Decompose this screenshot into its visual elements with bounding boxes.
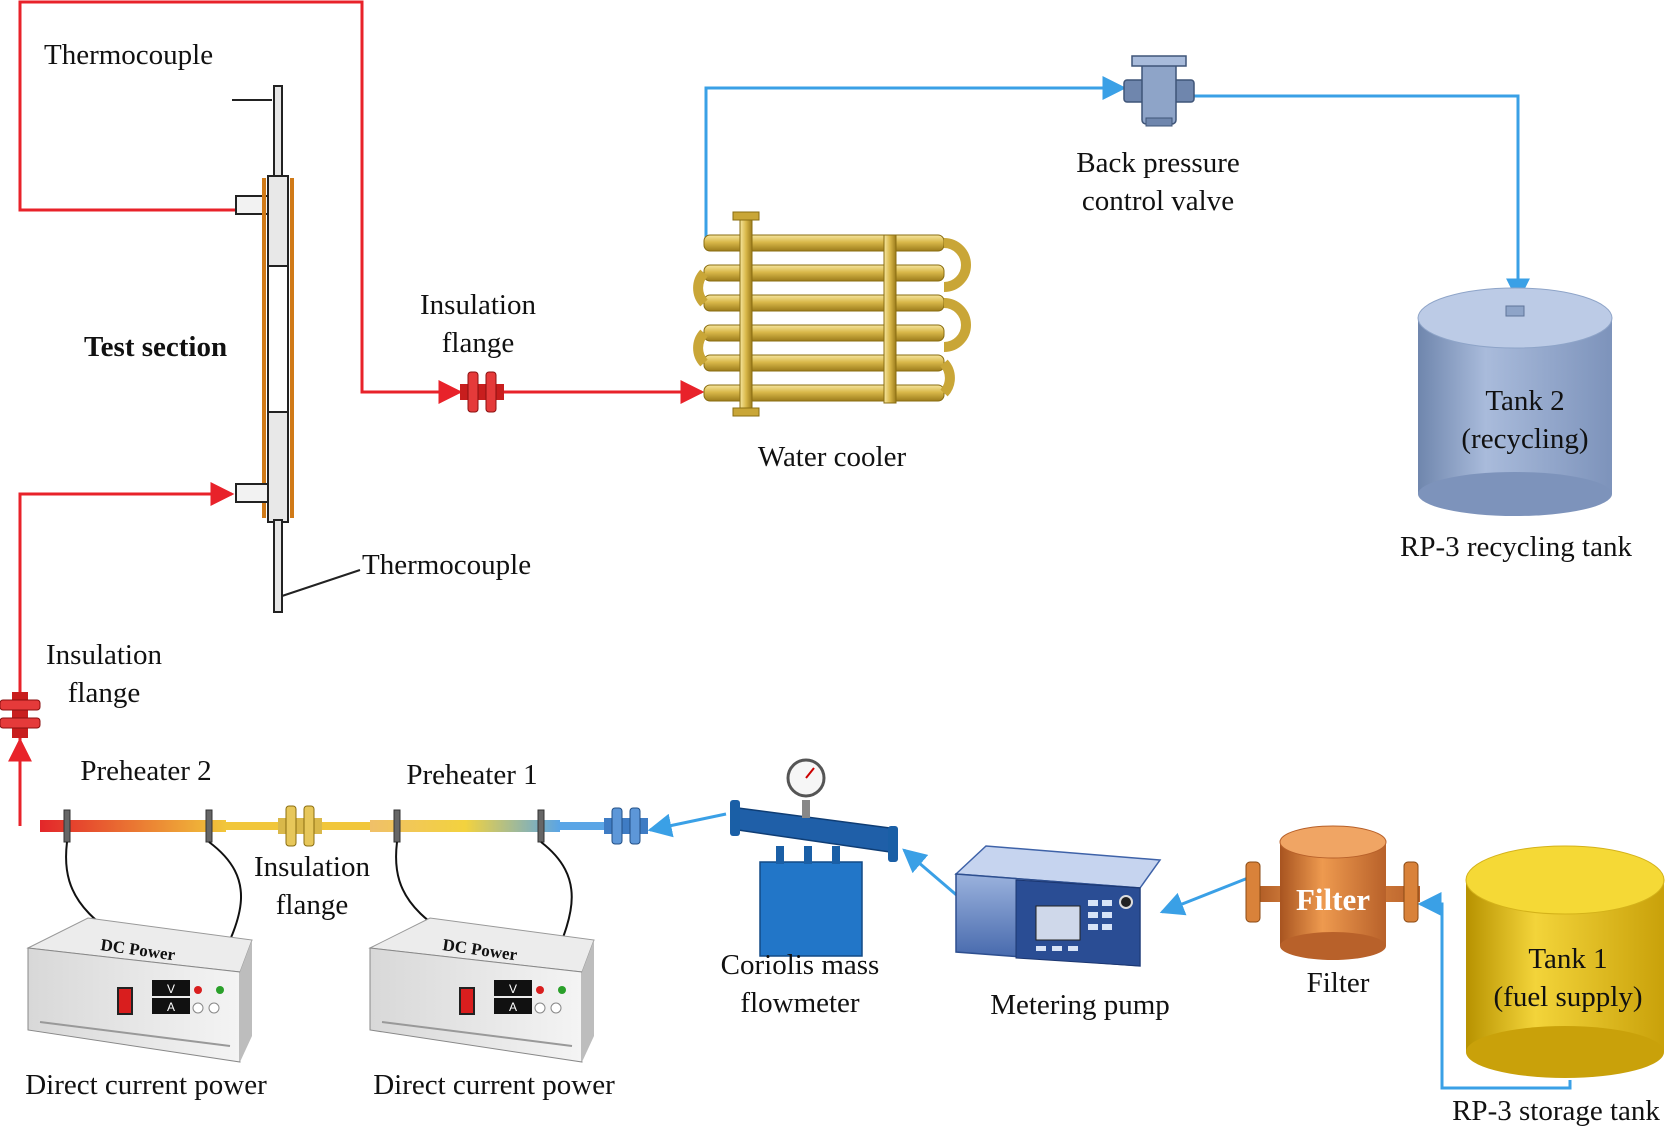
cold-pipelines xyxy=(647,76,1572,1090)
metering-pump xyxy=(954,845,1162,967)
tank-2-recycling xyxy=(1417,287,1613,516)
test-section xyxy=(232,85,361,613)
back-pressure-valve xyxy=(1123,55,1195,127)
cold-line-valve-to-tank2 xyxy=(1194,94,1530,303)
hot-pipelines xyxy=(7,0,705,826)
dc-panel-a-left: A xyxy=(167,1000,175,1014)
label-metering-pump: Metering pump xyxy=(990,989,1170,1021)
filter-body-label: Filter xyxy=(1296,882,1370,917)
dc-power-right xyxy=(368,917,595,1063)
labels: Thermocouple Thermocouple Test section I… xyxy=(25,39,1660,1127)
label-dc-power-right: Direct current power xyxy=(373,1069,615,1101)
label-water-cooler: Water cooler xyxy=(758,441,907,473)
cooler-tubes xyxy=(693,211,971,417)
coriolis-flowmeter xyxy=(730,758,898,957)
label-dc-power-left: Direct current power xyxy=(25,1069,267,1101)
preheater-2 xyxy=(40,809,370,843)
label-preheater-2: Preheater 2 xyxy=(80,755,211,787)
filter: Filter xyxy=(1245,825,1420,960)
label-coriolis-l2: flowmeter xyxy=(740,987,860,1019)
cold-line-filter-to-pump xyxy=(1159,876,1249,916)
cold-line-flowmeter-to-flange xyxy=(647,812,727,838)
water-cooler xyxy=(693,211,971,417)
label-back-pressure-l2: control valve xyxy=(1082,185,1234,217)
insulation-flange-top xyxy=(460,371,504,413)
dc-panel-a-right: A xyxy=(509,1000,517,1014)
label-coriolis-l1: Coriolis mass xyxy=(721,949,880,981)
label-tank1-l1: Tank 1 xyxy=(1528,943,1607,975)
hot-line-to-test-section xyxy=(18,482,235,692)
label-insulation-flange-bottom-l2: flange xyxy=(276,889,348,921)
dc-power-left xyxy=(26,917,253,1063)
label-filter: Filter xyxy=(1307,967,1370,999)
label-tank1-l2: (fuel supply) xyxy=(1494,981,1643,1013)
dc-panel-v-right: V xyxy=(509,982,517,996)
label-insulation-flange-left-l1: Insulation xyxy=(46,639,162,671)
cold-line-cooler-to-valve xyxy=(704,76,1127,240)
label-back-pressure-l1: Back pressure xyxy=(1076,147,1239,179)
label-recycling-tank: RP-3 recycling tank xyxy=(1400,531,1632,563)
preheater-1 xyxy=(370,809,604,843)
insulation-flange-bottom xyxy=(278,805,322,847)
dc-panel-v-left: V xyxy=(167,982,175,996)
label-thermocouple-bottom: Thermocouple xyxy=(362,549,531,581)
label-storage-tank: RP-3 storage tank xyxy=(1452,1095,1660,1127)
label-insulation-flange-left-l2: flange xyxy=(68,677,140,709)
label-test-section: Test section xyxy=(84,331,227,363)
insulation-flange-blue xyxy=(604,807,648,845)
hot-line-top-loop xyxy=(18,0,463,404)
label-insulation-flange-top-l1: Insulation xyxy=(420,289,536,321)
insulation-flange-left xyxy=(0,692,41,738)
label-insulation-flange-top-l2: flange xyxy=(442,327,514,359)
label-tank2-l2: (recycling) xyxy=(1461,423,1588,455)
label-preheater-1: Preheater 1 xyxy=(406,759,537,791)
label-thermocouple-top: Thermocouple xyxy=(44,39,213,71)
label-insulation-flange-bottom-l1: Insulation xyxy=(254,851,370,883)
label-tank2-l1: Tank 2 xyxy=(1485,385,1564,417)
cold-line-tank1-to-filter xyxy=(1417,892,1572,1090)
tank-1-fuel-supply xyxy=(1465,845,1665,1078)
